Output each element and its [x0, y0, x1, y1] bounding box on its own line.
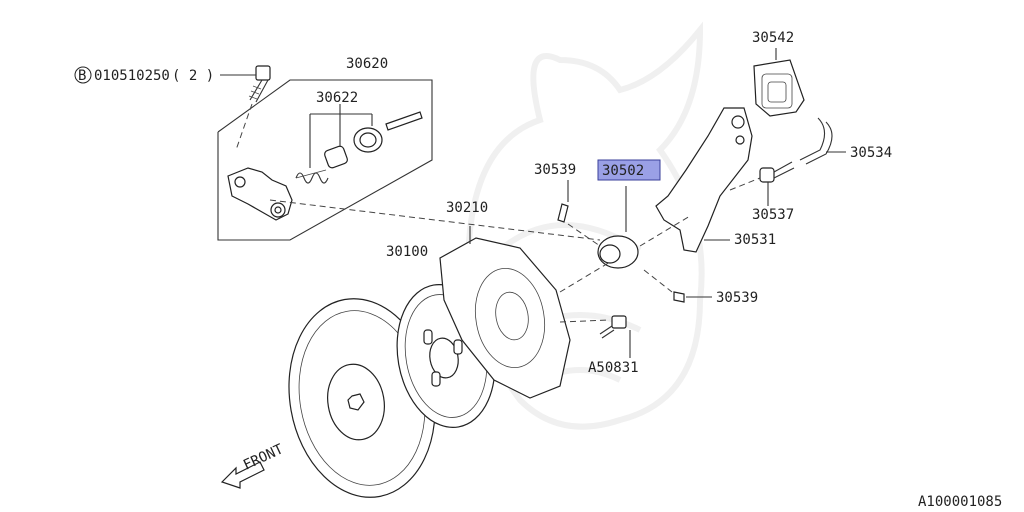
push-rod-part — [385, 111, 423, 131]
bolt-ref-callout: B 010510250 ( 2 ) — [74, 66, 214, 84]
label-30534: 30534 — [850, 145, 892, 161]
rod-30534-part — [799, 117, 846, 165]
bolt-part — [220, 65, 271, 151]
leader-30622 — [309, 104, 373, 168]
assembly-30620-box — [217, 79, 433, 241]
label-30210: 30210 — [446, 200, 488, 216]
pressure-plate-part — [439, 226, 571, 399]
centerline-cylinder — [269, 199, 601, 241]
highlight-30502 — [597, 159, 661, 181]
bolt-a50831-part — [559, 315, 631, 358]
pivot-30537-part — [729, 161, 795, 206]
clip-30539-upper — [557, 180, 601, 247]
release-bearing-part — [559, 186, 639, 293]
label-30537: 30537 — [752, 207, 794, 223]
label-30539-upper: 30539 — [534, 162, 576, 178]
piston-part — [324, 145, 348, 169]
label-a50831: A50831 — [588, 360, 639, 376]
seal-cup-part — [353, 127, 383, 153]
front-arrow-icon — [220, 461, 265, 489]
label-30502: 30502 — [602, 163, 644, 179]
diagram-id: A100001085 — [918, 494, 1002, 510]
bolt-ref-qty: ( 2 ) — [172, 68, 214, 84]
label-30100: 30100 — [386, 244, 428, 260]
bolt-circle-letter: B — [78, 68, 86, 84]
bolt-ref-number: 010510250 — [94, 68, 170, 84]
label-30620: 30620 — [346, 56, 388, 72]
label-30539-lower: 30539 — [716, 290, 758, 306]
release-fork-part — [639, 107, 753, 253]
label-30531: 30531 — [734, 232, 776, 248]
label-30542: 30542 — [752, 30, 794, 46]
label-30622: 30622 — [316, 90, 358, 106]
boot-30542-part — [753, 48, 805, 117]
spring-part — [295, 169, 329, 184]
release-cylinder-part — [227, 167, 293, 221]
clip-30539-lower — [643, 269, 712, 303]
